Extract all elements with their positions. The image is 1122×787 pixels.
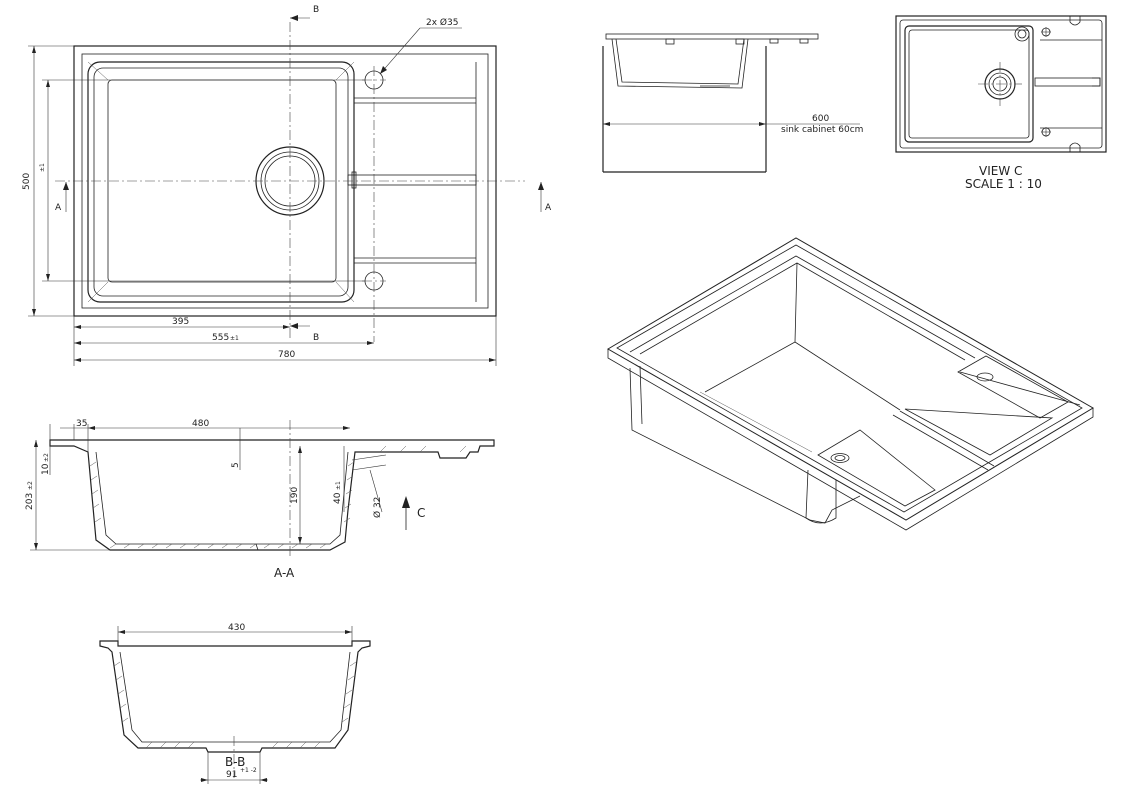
iso-top-rim xyxy=(607,237,1094,521)
iso-tap-hole xyxy=(976,372,994,382)
dim-555-tolerance: ±1 xyxy=(230,335,239,342)
dim-780-label: 780 xyxy=(278,350,295,360)
dim-395: 395 xyxy=(74,317,290,329)
dim-500-label: 500 xyxy=(22,173,32,190)
dim-370: ±1 xyxy=(39,79,365,282)
cabinet-note: sink cabinet 60cm xyxy=(781,125,863,135)
isometric-view xyxy=(607,237,1094,531)
section-aa-dim-35: 35 xyxy=(76,419,87,429)
section-aa-dim-10-tol: ±2 xyxy=(43,453,50,462)
section-aa-dim-10: 10 xyxy=(41,463,51,475)
hole-callout: 2x Ø35 xyxy=(379,17,462,75)
cabinet-view: 600 sink cabinet 60cm xyxy=(602,33,863,173)
dim-500: 500 xyxy=(22,45,74,317)
section-aa-dim-40-tol: ±1 xyxy=(335,481,342,490)
section-aa-dim-40: 40 xyxy=(333,492,343,504)
section-aa-dim-5: 5 xyxy=(231,462,241,468)
view-c-outer xyxy=(895,15,1107,153)
dim-780: 780 xyxy=(73,316,497,366)
section-aa-profile xyxy=(49,439,495,551)
section-mark-b-top: B xyxy=(290,5,319,21)
section-bb-title: B-B xyxy=(225,755,245,769)
section-aa-dim-32: Ø 32 xyxy=(372,497,383,518)
section-bb-dim-91-tol: +1 -2 xyxy=(240,767,257,774)
section-a-label-right: A xyxy=(545,203,552,213)
dim-395-label: 395 xyxy=(172,317,189,327)
cabinet-sink-rim xyxy=(605,33,819,40)
plan-bowl-middle xyxy=(93,67,349,297)
section-aa-dim-190: 190 xyxy=(290,487,300,504)
section-a-label-left: A xyxy=(55,203,62,213)
section-bb-dim-430: 430 xyxy=(228,623,245,633)
section-bb-dim-91: 91 xyxy=(226,770,237,780)
section-mark-a-right: A xyxy=(538,182,552,213)
section-aa-dim-203: 203 xyxy=(25,493,35,510)
section-aa-title: A-A xyxy=(274,566,295,580)
cabinet-sink-bowl xyxy=(611,38,749,89)
dim-555: 555 ±1 xyxy=(74,333,374,345)
view-c-scale: SCALE 1 : 10 xyxy=(965,177,1042,191)
cabinet-dim-600-label: 600 xyxy=(812,114,829,124)
plan-bowl-outer xyxy=(87,61,355,303)
view-c-overflow-icon xyxy=(1014,26,1030,42)
section-mark-b-bottom: B xyxy=(290,323,319,343)
dim-370-tolerance: ±1 xyxy=(39,163,46,172)
section-bb: 430 B-B 91 +1 -2 xyxy=(99,623,371,784)
plan-overflow-channel xyxy=(347,174,477,186)
plan-view: A A B B 2x Ø35 500 xyxy=(22,5,552,366)
plan-drainer xyxy=(347,62,477,302)
view-c-arrow: C xyxy=(402,496,425,530)
hole-callout-label: 2x Ø35 xyxy=(426,17,458,28)
iso-drain-icon xyxy=(830,453,850,463)
section-b-label-top: B xyxy=(313,5,319,15)
section-mark-a-left: A xyxy=(55,182,69,213)
view-c: VIEW C SCALE 1 : 10 xyxy=(895,15,1107,191)
section-aa-dim-480: 480 xyxy=(192,419,209,429)
section-aa: 35 480 5 10 ±2 203 ±2 190 40 ±1 Ø 32 C A… xyxy=(25,419,495,580)
section-aa-dim-203-tol: ±2 xyxy=(27,481,34,490)
view-c-arrow-label: C xyxy=(417,506,425,520)
view-c-bowl xyxy=(904,25,1034,143)
view-c-title: VIEW C xyxy=(979,164,1022,178)
dim-555-label: 555 xyxy=(212,333,229,343)
section-b-label-bottom: B xyxy=(313,333,319,343)
section-bb-profile xyxy=(99,640,371,753)
